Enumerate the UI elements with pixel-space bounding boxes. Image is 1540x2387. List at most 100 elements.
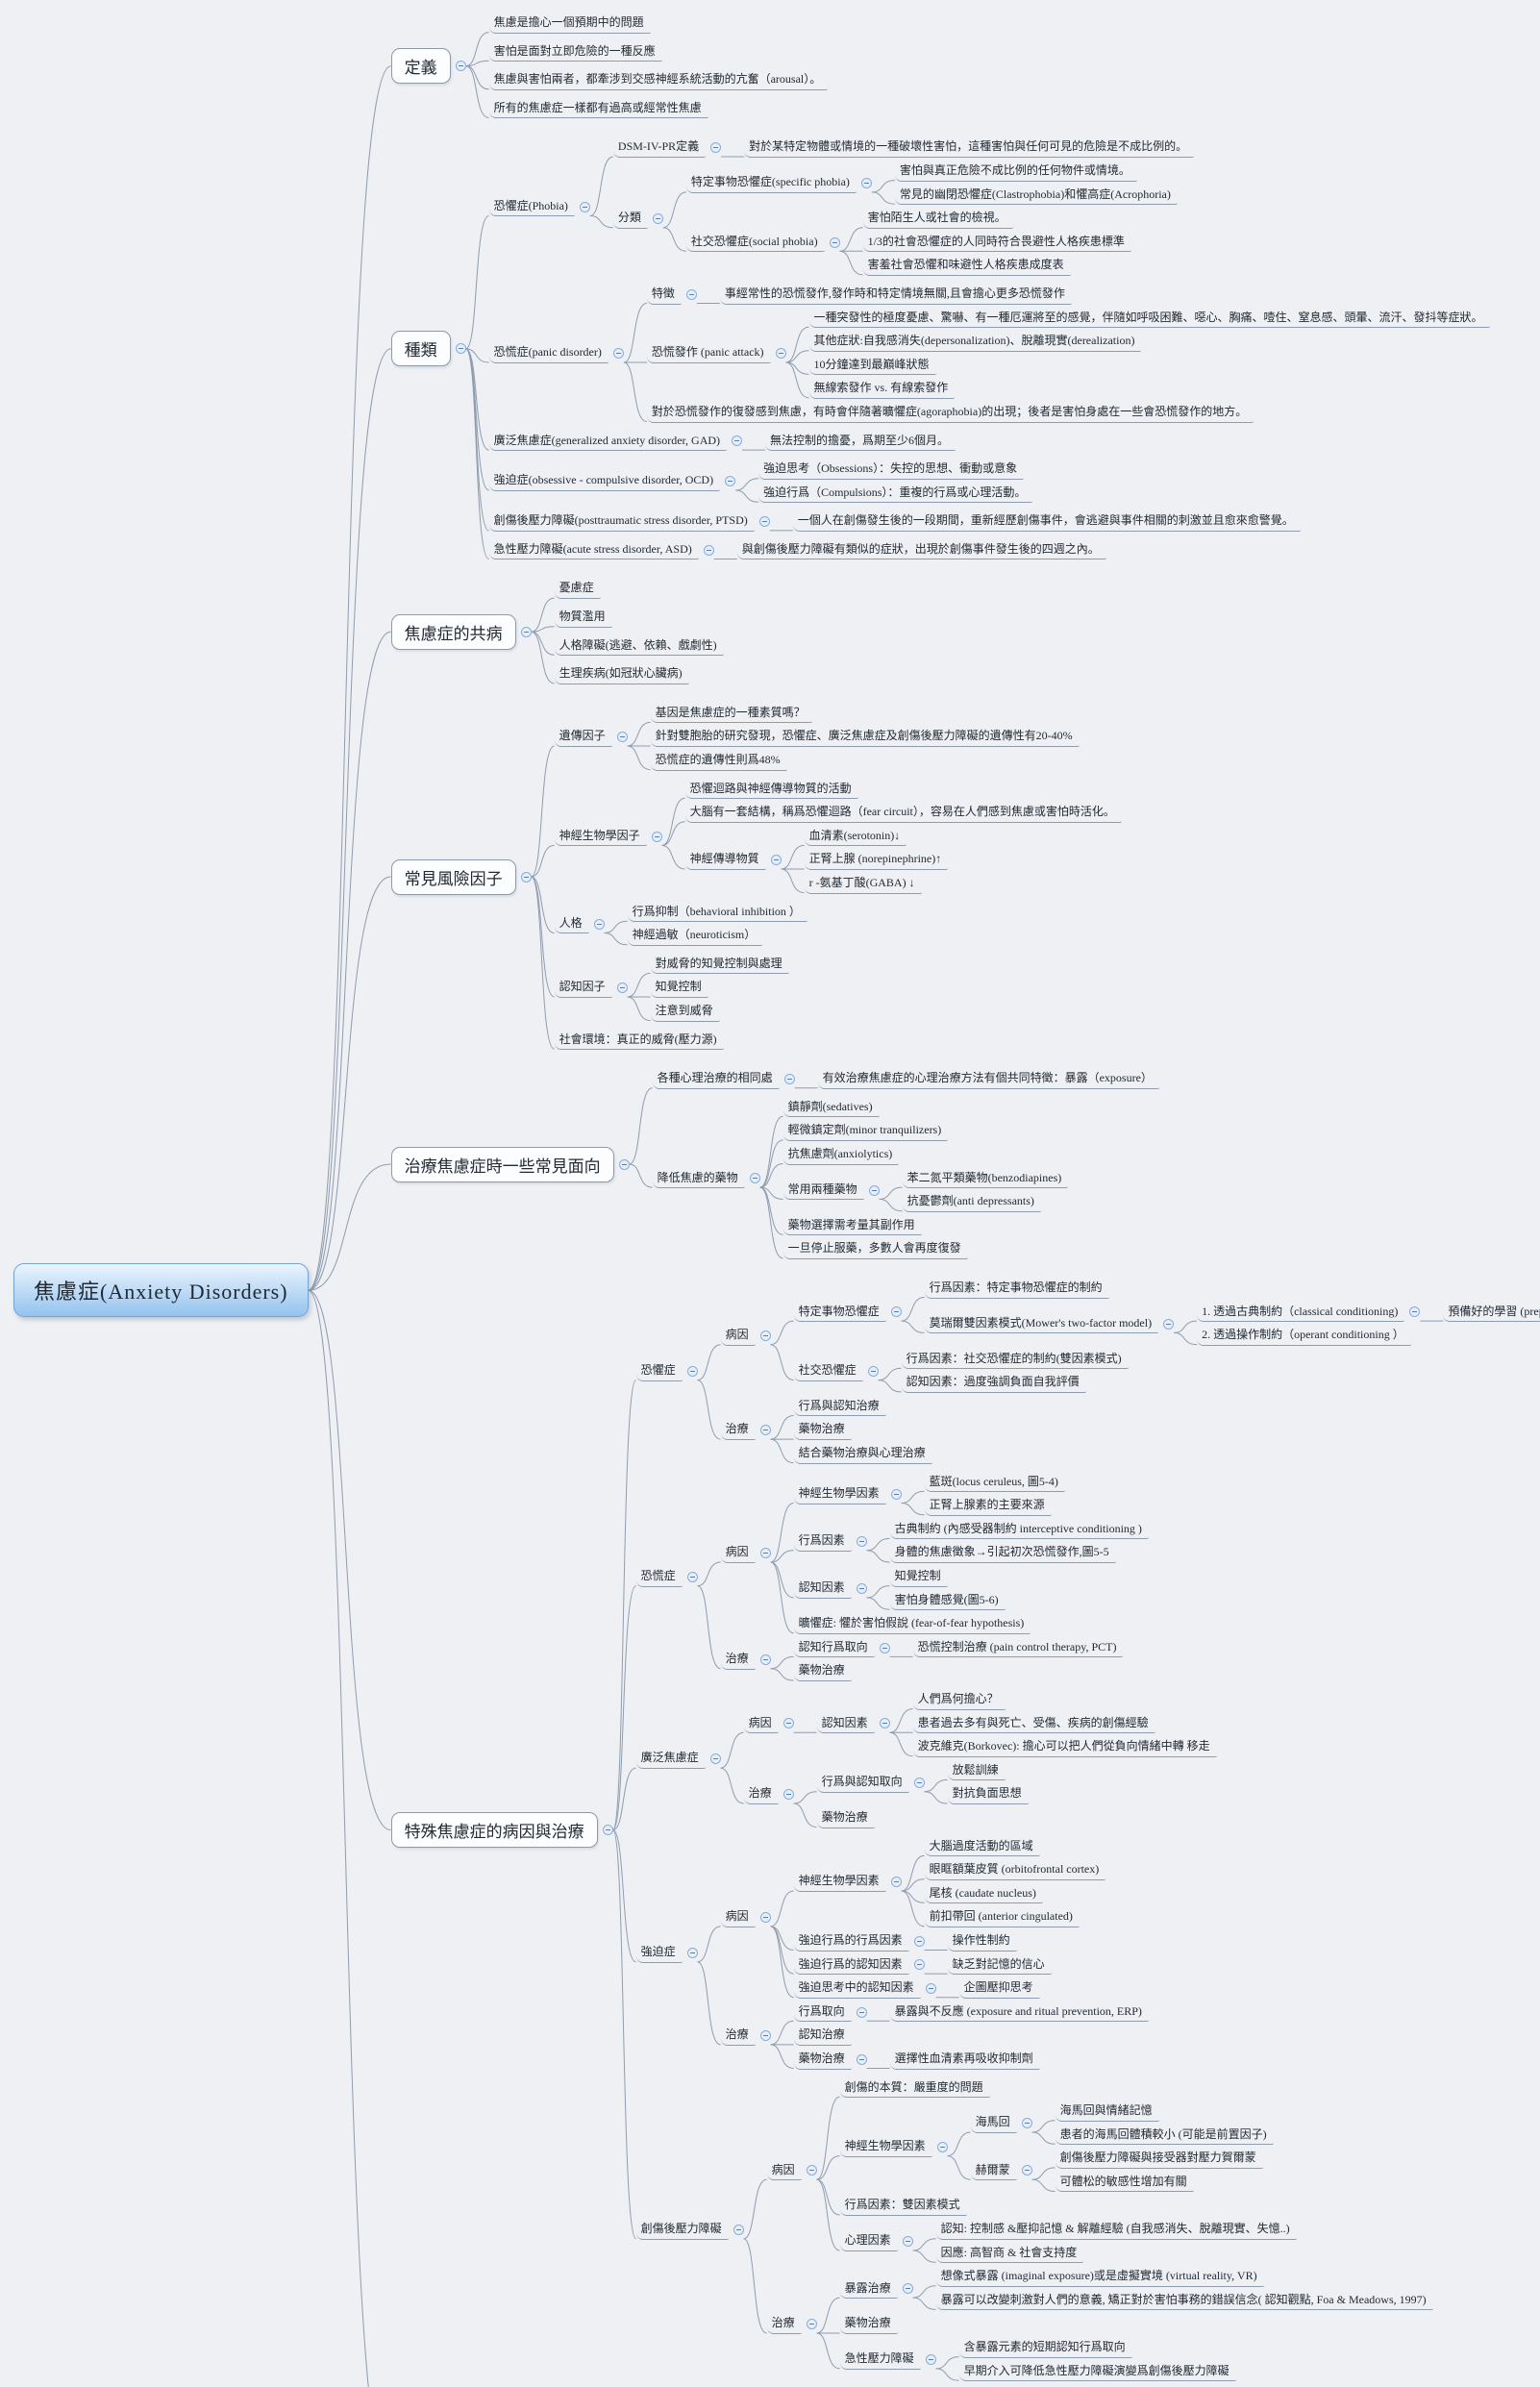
subtopic[interactable]: 無線索發作 vs. 有線索發作: [808, 379, 956, 399]
collapse-icon[interactable]: [860, 178, 872, 189]
collapse-icon[interactable]: [1021, 2118, 1032, 2129]
subtopic[interactable]: 赫爾蒙: [970, 2161, 1017, 2181]
subtopic[interactable]: 治療: [766, 2314, 802, 2335]
collapse-icon[interactable]: [616, 982, 628, 994]
subtopic[interactable]: 針對雙胞胎的研究發現，恐懼症、廣泛焦慮症及創傷後壓力障礙的遺傳性有20-40%: [650, 727, 1080, 748]
subtopic[interactable]: 抗憂鬱劑(anti depressants): [902, 1192, 1041, 1212]
collapse-icon[interactable]: [782, 1718, 794, 1729]
collapse-icon[interactable]: [685, 288, 697, 300]
subtopic[interactable]: 恐懼迴路與神經傳導物質的活動: [684, 780, 858, 800]
subtopic[interactable]: 眼眶額葉皮質 (orbitofrontal cortex): [924, 1860, 1106, 1880]
collapse-icon[interactable]: [616, 732, 628, 743]
collapse-icon[interactable]: [890, 1877, 902, 1888]
collapse-icon[interactable]: [455, 343, 466, 355]
collapse-icon[interactable]: [806, 2319, 817, 2330]
subtopic[interactable]: 神經傳導物質: [684, 850, 766, 870]
subtopic[interactable]: 苯二氮平類藥物(benzodiapines): [902, 1169, 1069, 1189]
subtopic[interactable]: 古典制約 (內感受器制約 interceptive conditioning ): [889, 1520, 1149, 1540]
subtopic[interactable]: 想像式暴露 (imaginal exposure)或是虛擬實境 (virtual…: [935, 2267, 1264, 2287]
subtopic[interactable]: 治療: [720, 2026, 756, 2046]
subtopic[interactable]: 強迫症(obsessive - compulsive disorder, OCD…: [488, 471, 721, 491]
subtopic[interactable]: 知覺控制: [889, 1567, 948, 1587]
collapse-icon[interactable]: [867, 1365, 879, 1377]
subtopic[interactable]: 正腎上腺 (norepinephrine)↑: [804, 850, 949, 870]
subtopic[interactable]: 恐慌發作 (panic attack): [646, 343, 771, 364]
collapse-icon[interactable]: [579, 201, 590, 212]
subtopic[interactable]: 治療: [743, 1784, 779, 1804]
subtopic[interactable]: 預備好的學習 (prepared learning): [1443, 1303, 1540, 1323]
collapse-icon[interactable]: [652, 212, 663, 224]
subtopic[interactable]: 病因: [720, 1326, 756, 1346]
collapse-icon[interactable]: [759, 2030, 771, 2042]
collapse-icon[interactable]: [913, 1959, 925, 1971]
subtopic[interactable]: 大腦過度活動的區域: [924, 1837, 1040, 1857]
subtopic[interactable]: 行爲與認知治療: [793, 1397, 886, 1417]
main-topic[interactable]: 種類: [390, 331, 451, 367]
subtopic[interactable]: 社會環境：真正的威脅(壓力源): [554, 1031, 724, 1051]
collapse-icon[interactable]: [902, 2283, 913, 2295]
collapse-icon[interactable]: [829, 236, 840, 248]
subtopic[interactable]: 藥物治療: [839, 2314, 898, 2335]
subtopic[interactable]: 對抗負面思想: [947, 1784, 1029, 1804]
subtopic[interactable]: 1/3的社會恐懼症的人同時符合畏避性人格疾患標準: [862, 233, 1131, 253]
subtopic[interactable]: 各種心理治療的相同處: [652, 1069, 780, 1089]
subtopic[interactable]: DSM-IV-PR定義: [612, 137, 707, 158]
subtopic[interactable]: 暴露可以改變刺激對人們的意義, 矯正對於害怕事務的錯誤信念( 認知觀點, Foa…: [935, 2291, 1433, 2311]
collapse-icon[interactable]: [759, 1330, 771, 1341]
subtopic[interactable]: 強迫行爲的認知因素: [793, 1955, 909, 1976]
subtopic[interactable]: 對於恐慌發作的復發感到焦慮，有時會伴隨著曠懼症(agoraphobia)的出現；…: [646, 403, 1254, 423]
collapse-icon[interactable]: [770, 855, 782, 866]
subtopic[interactable]: 可體松的敏感性增加有關: [1055, 2173, 1194, 2193]
collapse-icon[interactable]: [782, 1789, 794, 1801]
collapse-icon[interactable]: [913, 1935, 925, 1947]
subtopic[interactable]: 輕微鎮定劑(minor tranquilizers): [782, 1121, 949, 1141]
collapse-icon[interactable]: [856, 2006, 867, 2018]
collapse-icon[interactable]: [686, 1571, 698, 1582]
collapse-icon[interactable]: [890, 1306, 902, 1318]
collapse-icon[interactable]: [1163, 1318, 1175, 1330]
collapse-icon[interactable]: [703, 544, 714, 556]
subtopic[interactable]: 對威脅的知覺控制與處理: [650, 955, 789, 975]
collapse-icon[interactable]: [725, 476, 736, 487]
subtopic[interactable]: 前扣帶回 (anterior cingulated): [924, 1907, 1080, 1927]
collapse-icon[interactable]: [602, 1825, 613, 1836]
subtopic[interactable]: 認知因素: [816, 1714, 875, 1734]
subtopic[interactable]: 藥物選擇需考量其副作用: [782, 1216, 922, 1236]
subtopic[interactable]: 病因: [720, 1907, 756, 1927]
subtopic[interactable]: 創傷後壓力障礙與接受器對壓力賀爾蒙: [1055, 2149, 1263, 2169]
subtopic[interactable]: 強迫行爲的行爲因素: [793, 1931, 909, 1952]
subtopic[interactable]: 認知: 控制感 &壓抑記憶 & 解離經驗 (自我感消失、脫離現實、失憶..): [935, 2220, 1297, 2240]
collapse-icon[interactable]: [879, 1642, 890, 1653]
subtopic[interactable]: 治療: [720, 1420, 756, 1441]
collapse-icon[interactable]: [651, 831, 662, 842]
subtopic[interactable]: 害怕與真正危險不成比例的任何物件或情境。: [894, 162, 1137, 182]
main-topic[interactable]: 焦慮症的共病: [390, 613, 516, 650]
subtopic[interactable]: 人格障礙(逃避、依賴、戲劇性): [554, 636, 724, 657]
collapse-icon[interactable]: [759, 1425, 771, 1436]
subtopic[interactable]: 一旦停止服藥，多數人會再度復發: [782, 1239, 968, 1259]
subtopic[interactable]: 莫瑞爾雙因素模式(Mower's two-factor model): [924, 1314, 1159, 1334]
subtopic[interactable]: 波克維克(Borkovec): 擔心可以把人們從負向情緒中轉 移走: [912, 1737, 1217, 1757]
subtopic[interactable]: 其他症狀:自我感消失(depersonalization)、脫離現實(derea…: [808, 332, 1142, 352]
collapse-icon[interactable]: [733, 2224, 744, 2235]
subtopic[interactable]: 特定事物恐懼症: [793, 1303, 886, 1323]
subtopic[interactable]: 認知因素: [793, 1579, 852, 1599]
subtopic[interactable]: r -氨基丁酸(GABA) ↓: [804, 874, 922, 894]
subtopic[interactable]: 強迫思考（Obsessions）：失控的思想、衝動或意象: [758, 460, 1025, 480]
subtopic[interactable]: 害怕身體感覺(圖5-6): [889, 1591, 1006, 1611]
subtopic[interactable]: 企圖壓抑思考: [958, 1978, 1040, 1999]
subtopic[interactable]: 藥物治療: [793, 2050, 852, 2070]
subtopic[interactable]: 藥物治療: [816, 1808, 875, 1828]
subtopic[interactable]: 強迫行爲（Compulsions）：重複的行爲或心理活動。: [758, 484, 1033, 504]
subtopic[interactable]: 注意到威脅: [650, 1002, 720, 1022]
subtopic[interactable]: 無法控制的擔憂，爲期至少6個月。: [765, 432, 956, 452]
subtopic[interactable]: 行爲因素：雙因素模式: [839, 2196, 967, 2217]
collapse-icon[interactable]: [783, 1073, 795, 1084]
subtopic[interactable]: 恐慌症(panic disorder): [488, 343, 609, 364]
subtopic[interactable]: 暴露治療: [839, 2279, 898, 2300]
subtopic[interactable]: 曠懼症: 懼於害怕假說 (fear-of-fear hypothesis): [793, 1614, 1031, 1634]
subtopic[interactable]: 焦慮與害怕兩者，都牽涉到交感神經系統活動的亢奮（arousal）。: [488, 70, 829, 90]
subtopic[interactable]: 大腦有一套結構，稱爲恐懼迴路（fear circuit），容易在人們感到焦慮或害…: [684, 803, 1122, 823]
subtopic[interactable]: 藍斑(locus ceruleus, 圖5-4): [924, 1473, 1065, 1493]
central-topic[interactable]: 焦慮症(Anxiety Disorders): [13, 1263, 309, 1318]
